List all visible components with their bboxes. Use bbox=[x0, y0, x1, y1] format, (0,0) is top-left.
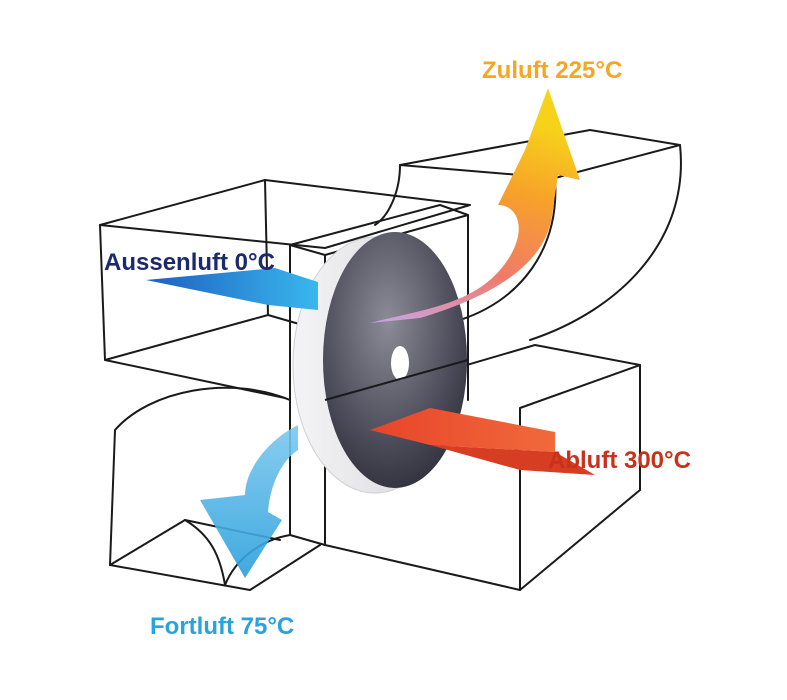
label-zuluft: Zuluft 225°C bbox=[482, 57, 622, 84]
abluft-arrow bbox=[370, 408, 595, 475]
lower-left-duct bbox=[109, 386, 321, 591]
label-aussenluft: Aussenluft 0°C bbox=[104, 249, 275, 276]
aussenluft-arrow bbox=[146, 268, 318, 310]
label-fortluft: Fortluft 75°C bbox=[150, 613, 294, 640]
label-abluft: Abluft 300°C bbox=[548, 447, 691, 474]
upper-right-duct bbox=[374, 129, 682, 341]
fortluft-arrow bbox=[200, 425, 298, 578]
wheel-hub bbox=[391, 346, 409, 380]
zuluft-arrow bbox=[370, 88, 580, 323]
rotary-heat-wheel bbox=[292, 232, 469, 494]
